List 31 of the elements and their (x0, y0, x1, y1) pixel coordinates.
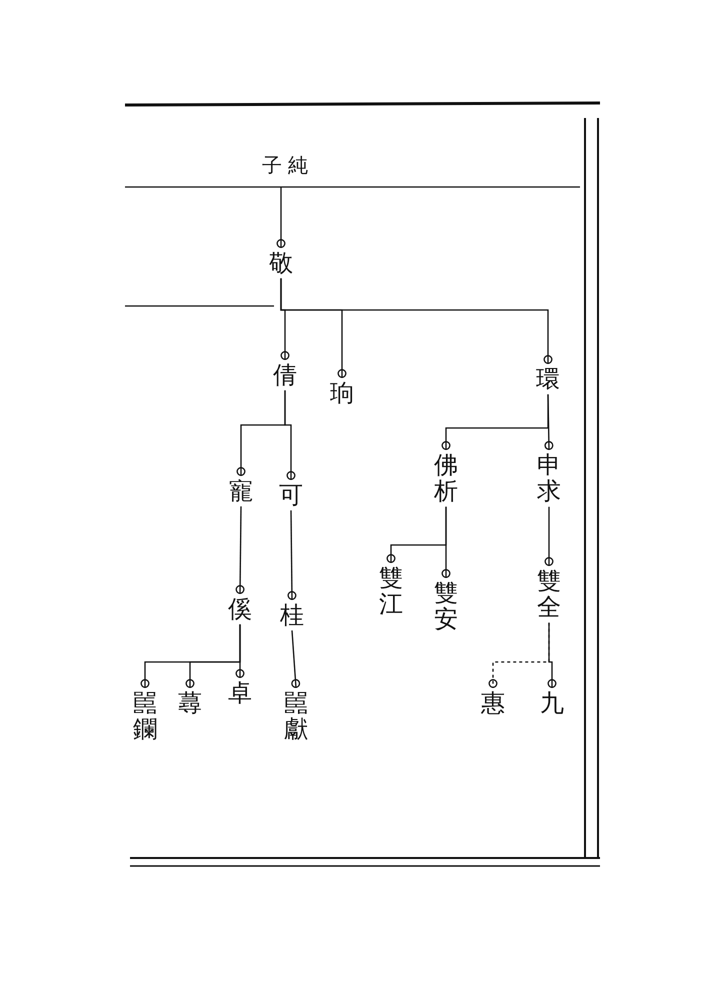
name-text: 九 (540, 690, 564, 716)
name-text: 敬 (269, 250, 293, 276)
name-text: 雙安 (434, 580, 458, 633)
lineage-line (544, 506, 554, 566)
name-text: 桂 (280, 602, 304, 628)
lineage-line (288, 510, 296, 600)
name-text: 倩 (273, 362, 297, 388)
lineage-line (386, 506, 447, 563)
name-text: 可 (279, 482, 303, 508)
lineage-line (488, 622, 550, 688)
name-text: 珦 (330, 380, 354, 406)
lineage-line (291, 630, 300, 688)
lineage-line (280, 278, 552, 364)
name-text: 寵 (229, 478, 253, 504)
lineage-line (236, 390, 286, 476)
name-text: 雙全 (537, 568, 561, 621)
name-text: 蕁 (178, 690, 202, 716)
heading-text: 子純 (262, 155, 314, 175)
name-text: 環 (536, 366, 560, 392)
name-text: 雙江 (379, 565, 403, 618)
name-text: 佛析 (434, 452, 458, 505)
name-text: 惠 (481, 690, 505, 716)
lineage-line (140, 624, 241, 688)
name-text: 申求 (537, 452, 561, 505)
name-text: 嚚獻 (284, 690, 308, 743)
lineage-line (236, 506, 244, 594)
lineage-line (276, 187, 286, 248)
name-text: 卓 (228, 680, 252, 706)
name-text: 傒 (228, 596, 252, 622)
name-text: 嚚鑭 (133, 690, 157, 743)
lineage-line (442, 394, 549, 450)
